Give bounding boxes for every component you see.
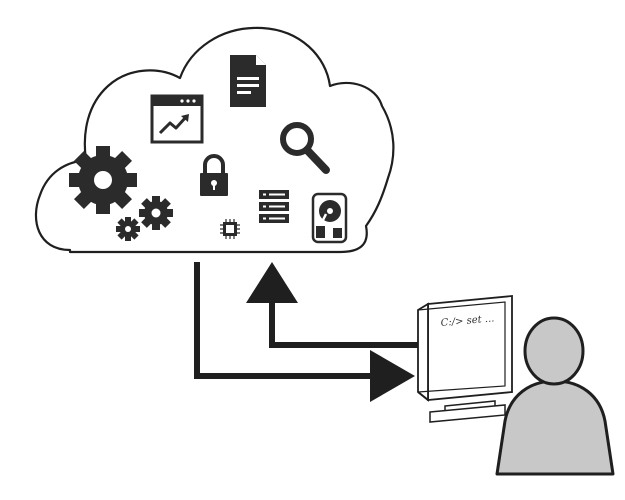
user-avatar-icon (495, 316, 615, 476)
magnifier-icon (280, 122, 330, 174)
document-icon (230, 55, 266, 107)
browser-chart-icon (150, 94, 204, 144)
request-arrow (194, 262, 415, 402)
response-arrow (246, 262, 418, 348)
server-stack-icon (259, 190, 289, 223)
cpu-chip-icon (220, 219, 240, 239)
terminal-prompt: C:/> set ... (440, 313, 494, 329)
gears-icon (69, 146, 173, 241)
hard-disk-icon (311, 192, 348, 244)
lock-icon (200, 154, 228, 196)
